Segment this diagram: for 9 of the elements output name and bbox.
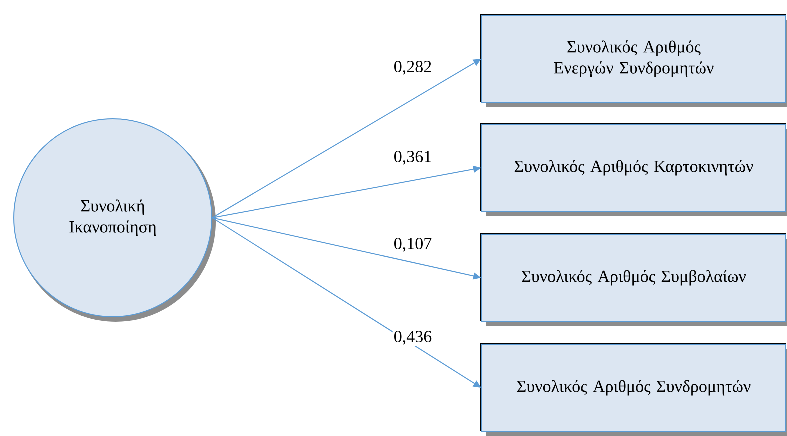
process-box: Συνολικός Αριθμός Συμβολαίων bbox=[480, 233, 787, 326]
edge-label: 0,107 bbox=[392, 237, 434, 253]
circle-node: Συνολική Ικανοποίηση bbox=[14, 118, 216, 322]
edge-label: 0,436 bbox=[392, 330, 434, 346]
process-box: Συνολικός Αριθμός Καρτοκινητών bbox=[480, 123, 787, 216]
process-box: Συνολικός Αριθμός Συνδρομητών bbox=[480, 342, 787, 436]
edge-label: 0,361 bbox=[392, 150, 434, 166]
edge-label: 0,282 bbox=[392, 60, 434, 76]
process-box: Συνολικός Αριθμός Ενεργών Συνδρομητών bbox=[480, 14, 787, 108]
